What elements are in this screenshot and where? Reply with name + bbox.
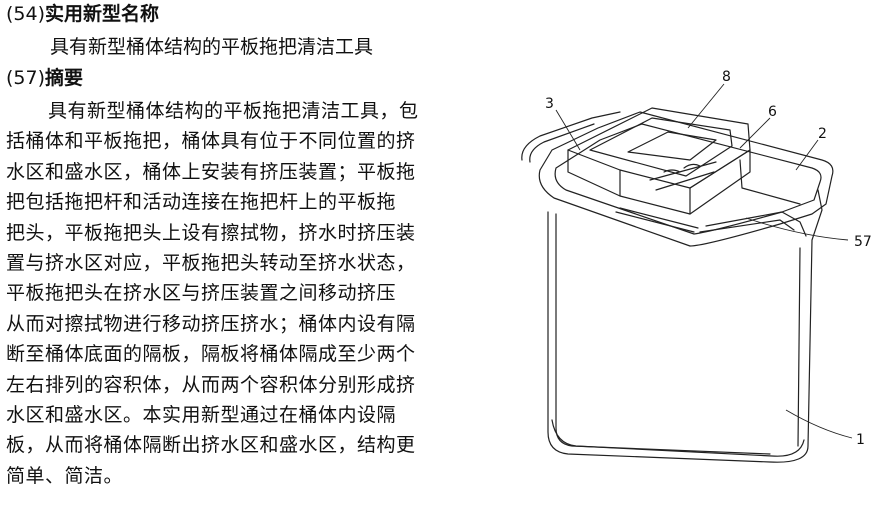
section-54-title: (54)实用新型名称 [6,3,159,25]
abstract-line: 把头，平板拖把头上设有擦拭物，挤水时挤压装 [6,221,416,244]
section-54-number: (54) [6,3,46,25]
squeezer-top-plate [567,107,751,189]
leader-line-8 [687,83,725,129]
bucket-bottom-edge [551,419,805,457]
abstract-line: 断至桶体底面的隔板，隔板将桶体隔成至少两个 [6,343,416,366]
label-6: 6 [768,104,777,120]
bucket-handle-right-inner [699,219,795,233]
abstract-line: 平板拖把头在挤水区与挤压装置之间移动挤压 [6,282,397,305]
bucket-drawing: 8 3 6 2 57 1 [521,69,872,463]
abstract-line: 从而对擦拭物进行移动挤压挤水；桶体内设有隔 [6,312,416,335]
bucket-body-outline [547,189,823,463]
abstract-line: 置与挤水区对应，平板拖把头转动至挤水状态， [6,251,416,274]
bucket-body-inner-left [555,213,771,455]
bucket-handle [521,111,621,161]
bucket-body-right-edge [797,247,801,447]
abstract-text: 具有新型桶体结构的平板拖把清洁工具，包 括桶体和平板拖把，桶体具有位于不同位置的… [6,96,446,491]
squeezer-window [627,131,717,161]
patent-figure: 8 3 6 2 57 1 [458,62,885,510]
squeezer-front [619,169,691,215]
squeezer-top-plate-inner [589,117,733,177]
bucket-handle-right [705,211,807,237]
bucket-handle-inner [529,123,595,163]
abstract-line: 左右排列的容积体，从而两个容积体分别形成挤 [6,373,416,396]
bucket-divider [739,159,801,205]
bucket-rim-outer [538,111,834,247]
abstract-line: 把包括拖把杆和活动连接在拖把杆上的平板拖 [6,191,397,214]
leader-line-1 [785,409,853,439]
abstract-line: 具有新型桶体结构的平板拖把清洁工具，包 [48,100,419,122]
label-3: 3 [545,96,554,112]
section-57-number: (57) [6,67,46,89]
leader-line-6 [739,117,771,149]
squeezer-rollers [649,161,717,191]
bucket-rim-inner [554,123,822,235]
leader-line-2 [795,139,819,171]
label-2: 2 [818,126,827,142]
abstract-line: 简单、简洁。 [6,464,124,487]
utility-model-name: 具有新型桶体结构的平板拖把清洁工具 [50,36,374,58]
label-8: 8 [722,69,731,85]
abstract-line: 板，从而将桶体隔断出挤水区和盛水区，结构更 [6,434,416,457]
section-57-label: 摘要 [45,67,84,89]
section-54-label: 实用新型名称 [45,3,160,25]
label-57: 57 [854,234,872,250]
squeezer-left-arm [567,149,621,197]
abstract-line: 括桶体和平板拖把，桶体具有位于不同位置的挤 [6,130,416,153]
abstract-line: 水区和盛水区。本实用新型通过在桶体内设隔 [6,403,397,426]
section-57-title: (57)摘要 [6,67,83,89]
label-1: 1 [856,432,865,448]
squeezer-side [689,149,751,215]
handle-grip [615,207,699,233]
leader-line-3 [555,109,581,151]
leader-line-57 [745,217,849,241]
abstract-line: 水区和盛水区，桶体上安装有挤压装置；平板拖 [6,160,416,183]
